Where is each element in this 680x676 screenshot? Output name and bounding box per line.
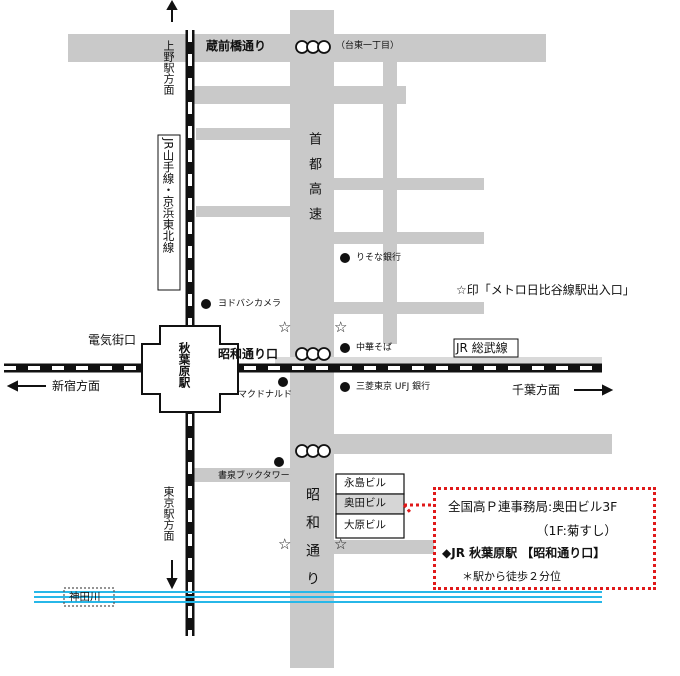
- chiba-label: 千葉方面: [512, 383, 561, 397]
- arrow-left-icon: [6, 380, 18, 392]
- metro-exit-star-icon: ☆: [278, 318, 292, 336]
- arrow-down-icon: [166, 578, 178, 590]
- kanda-label: 神田川: [69, 591, 101, 603]
- office-info-box: 全国高Ｐ連事務局:奥田ビル3F （1F:菊すし） ◆JR 秋葉原駅 【昭和通り口…: [433, 487, 656, 590]
- metro-exit-star-icon: ☆: [278, 535, 292, 553]
- mufg-label: 三菱東京 UFJ 銀行: [356, 382, 431, 392]
- arrow-right-icon: [602, 384, 614, 396]
- minor-road: [383, 60, 397, 344]
- info-station: ◆JR 秋葉原駅 【昭和通り口】: [442, 546, 606, 560]
- mufg-dot-icon: [340, 382, 350, 392]
- minor-road: [196, 206, 292, 217]
- traffic-light-icon: [317, 40, 331, 54]
- ohara-label: 大原ビル: [344, 519, 386, 531]
- shuto-label: 首都高速: [306, 132, 321, 232]
- station-label: 秋葉原駅: [177, 342, 192, 388]
- minor-road: [334, 540, 434, 554]
- traffic-light-icon: [317, 444, 331, 458]
- kuramae-label: 蔵前橋通り: [206, 39, 267, 53]
- minor-road: [334, 232, 484, 244]
- metro-legend: ☆印「メトロ日比谷線駅出入口」: [456, 283, 635, 297]
- metro-exit-star-icon: ☆: [334, 535, 348, 553]
- daito-label: （台東一丁目）: [336, 41, 400, 51]
- minor-road: [196, 128, 292, 140]
- minor-road: [334, 434, 612, 454]
- denki-label: 電気街口: [88, 333, 137, 347]
- chuka-dot-icon: [340, 343, 350, 353]
- direction-arrows: [6, 0, 614, 590]
- ohara-building: [335, 513, 405, 539]
- arrow-up-icon: [166, 0, 178, 10]
- traffic-light-icon: [317, 347, 331, 361]
- jr-sobu-frame: [453, 338, 519, 358]
- showa-dori-label: 昭和通り: [304, 487, 320, 599]
- minor-road: [334, 178, 484, 190]
- kanda-river: [34, 591, 602, 603]
- minor-road: [194, 86, 406, 104]
- showa-exit-label: 昭和通り口: [218, 347, 279, 361]
- yodobashi-label: ヨドバシカメラ: [218, 299, 282, 309]
- tokyo-label: 東京駅方面: [162, 486, 175, 541]
- roads: [68, 10, 612, 668]
- traffic-lights: [295, 40, 331, 458]
- minor-road: [194, 468, 290, 482]
- info-floor: （1F:菊すし）: [536, 523, 617, 538]
- jr-yamanote-label: JR山手線・京浜東北線: [161, 138, 176, 253]
- okuda-label: 奥田ビル: [344, 497, 386, 509]
- jr-yamanote-frame: [157, 134, 181, 291]
- landmark-dots: [201, 253, 350, 467]
- bookstore-label: 書泉ブックタワー: [218, 471, 290, 481]
- jr-sobu-label: JR 総武線: [456, 341, 508, 355]
- mcd-label: マクドナルド: [238, 390, 293, 400]
- bookstore-dot-icon: [274, 457, 284, 467]
- shuto-road: [290, 10, 334, 668]
- risona-dot-icon: [340, 253, 350, 263]
- kanda-river-label-frame: [63, 587, 115, 607]
- yodobashi-dot-icon: [201, 299, 211, 309]
- station-building: [141, 325, 239, 413]
- info-walk: ＊駅から徒歩２分位: [462, 570, 561, 583]
- risona-label: りそな銀行: [356, 253, 402, 263]
- minor-road: [334, 302, 484, 314]
- shinjuku-label: 新宿方面: [52, 379, 101, 393]
- metro-exit-star-icon: ☆: [334, 318, 348, 336]
- ueno-label: 上野駅方面: [162, 40, 175, 95]
- mcd-dot-icon: [278, 377, 288, 387]
- nagashima-label: 永島ビル: [344, 477, 386, 489]
- leader-line: [402, 504, 412, 513]
- chuka-label: 中華そば: [356, 343, 393, 353]
- info-office: 全国高Ｐ連事務局:奥田ビル3F: [448, 499, 618, 514]
